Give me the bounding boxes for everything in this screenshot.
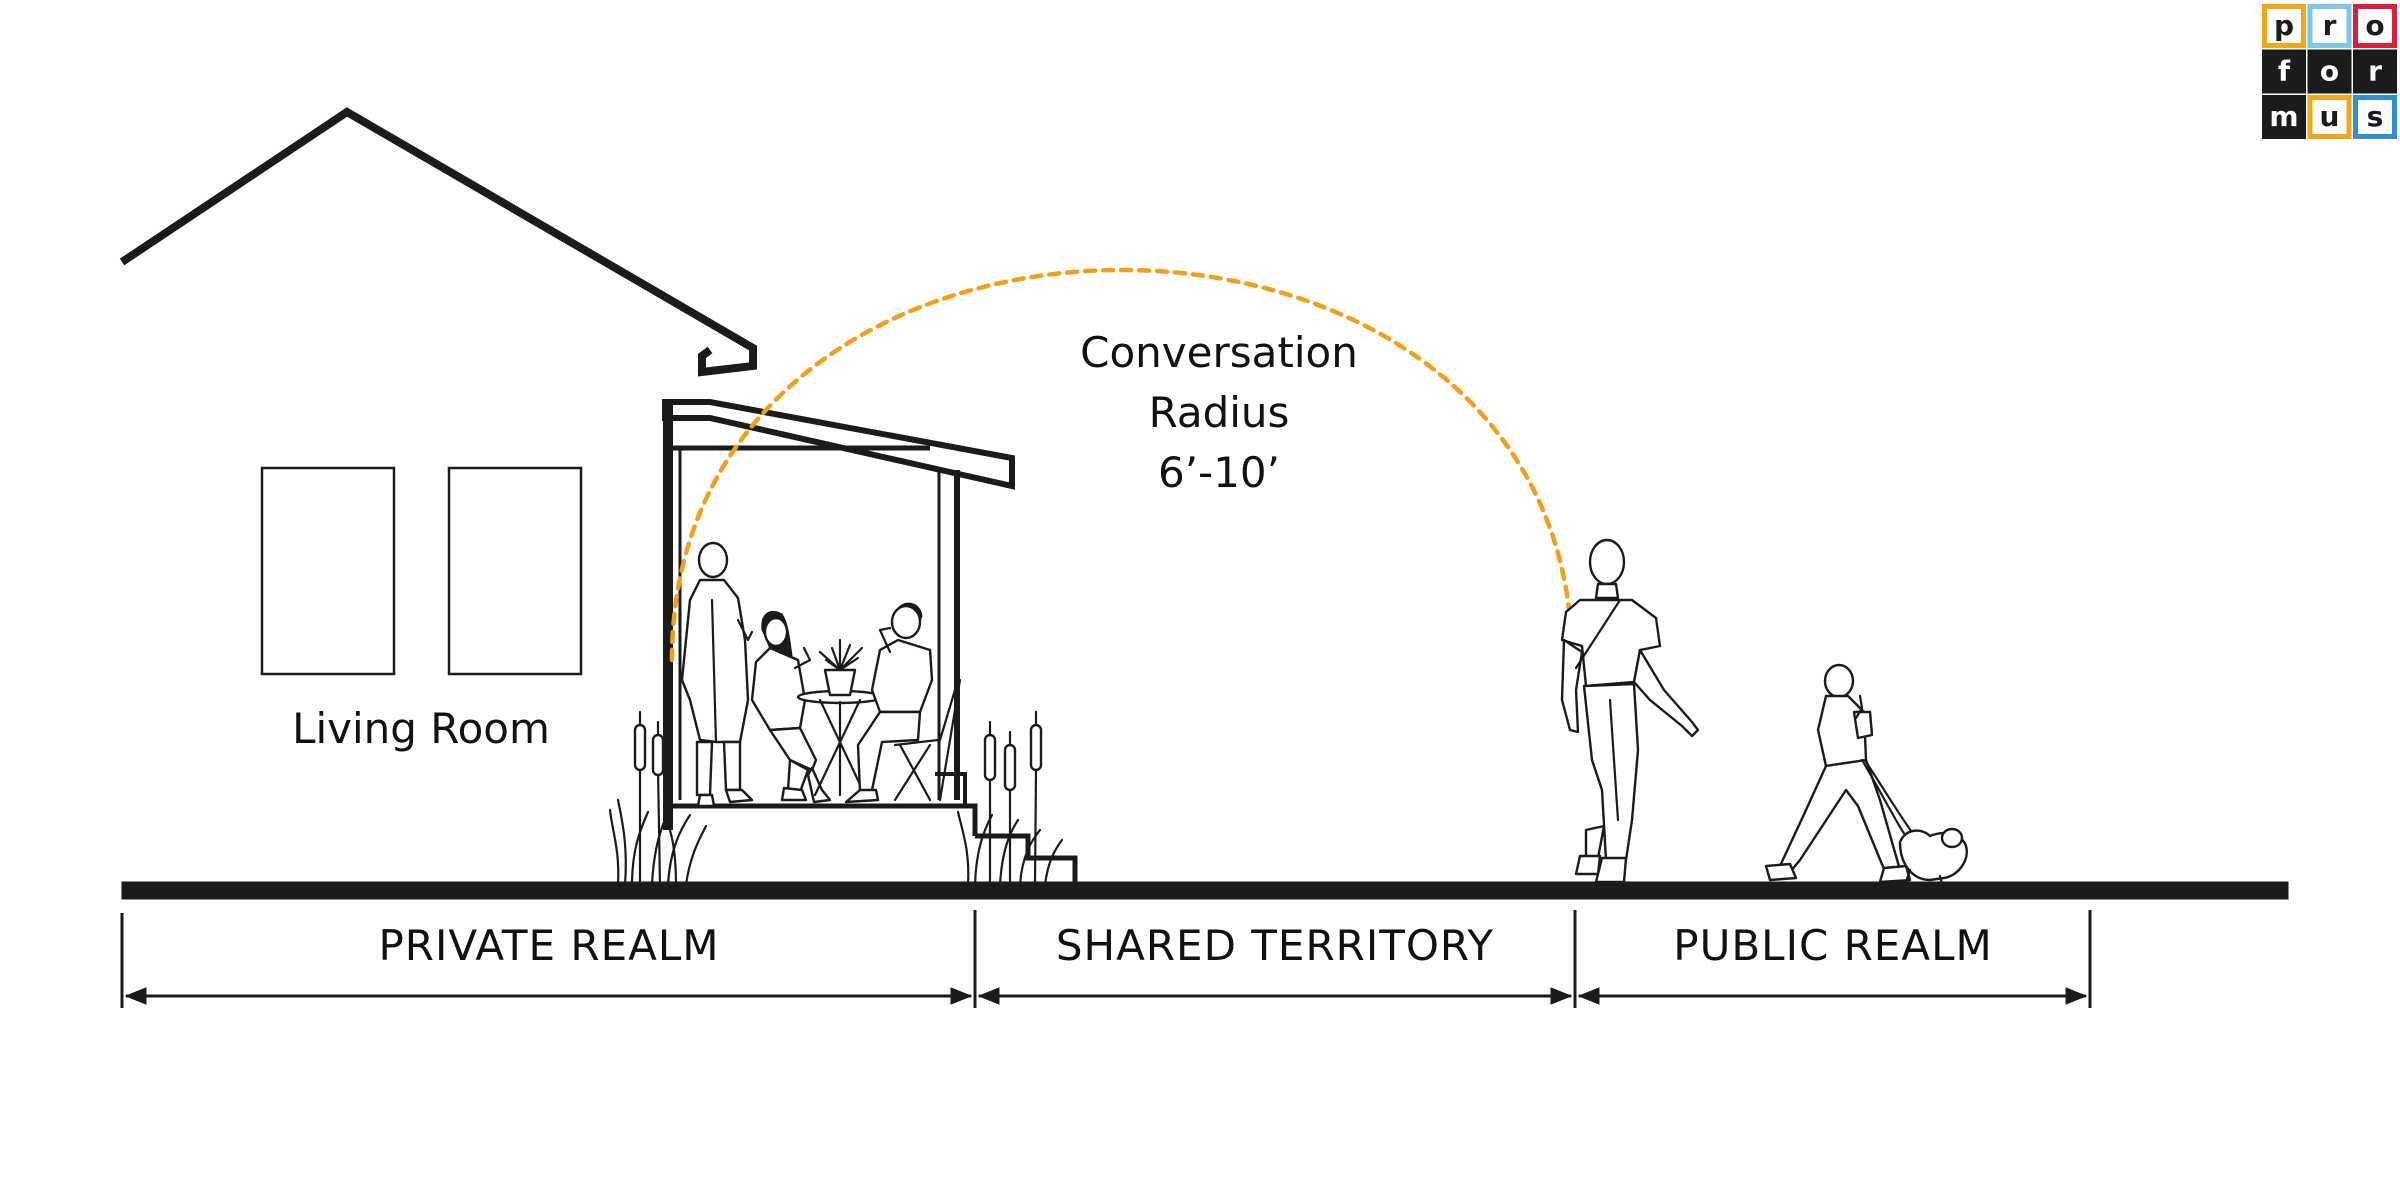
house-roof [119,107,757,377]
house: Living Room [119,107,757,753]
logo-letter: r [2368,55,2382,88]
logo-cell [2353,4,2397,48]
logo-letter: r [2323,9,2337,42]
logo-letter: s [2367,100,2384,133]
person-walking-man [1560,538,1700,884]
logo-letter: p [2274,9,2294,42]
conversation-label-line2: Radius [1149,388,1290,437]
conversation-label-line3: 6’-10’ [1158,448,1280,497]
logo-cell [2353,95,2397,139]
logo-letter: m [2269,100,2298,133]
logo-letter: o [2320,55,2339,88]
logo-cell [2353,49,2397,94]
public-realm-label: PUBLIC REALM [1673,921,1992,970]
conversation-label-line1: Conversation [1080,328,1358,377]
logo-cell [2262,49,2306,94]
private-realm-label: PRIVATE REALM [378,921,719,970]
house-window-left [260,466,396,676]
logo-letter: o [2365,9,2384,42]
shared-territory-dimension: SHARED TERRITORY [977,921,1573,1005]
living-room-label: Living Room [292,704,550,753]
person-walking-dog [1764,663,1968,886]
reeds-left [608,710,708,887]
zone-dimensions: PRIVATE REALM SHARED TERRITORY PUBLIC RE… [120,910,2092,1008]
logo-cell [2307,95,2352,139]
reeds-right [956,710,1064,887]
logo-letter: f [2278,55,2291,88]
logo-letter: u [2320,100,2340,133]
person-seated-woman [750,610,832,804]
logo-cell [2262,4,2306,48]
private-realm-dimension: PRIVATE REALM [124,921,973,1005]
house-window-right [447,466,583,676]
shared-territory-label: SHARED TERRITORY [1056,921,1494,970]
conversation-radius-label: Conversation Radius 6’-10’ [1080,328,1358,497]
logo-cell [2262,95,2306,139]
patio-table [796,638,884,797]
porch [662,399,1078,886]
logo-cell [2307,49,2352,94]
logo-cell [2307,4,2352,48]
ground-line [121,881,2289,900]
porch-deck [668,803,978,836]
person-standing-coat [680,541,754,808]
conversation-radius-arc [669,267,1575,663]
person-seated-man [844,602,962,804]
public-realm-dimension: PUBLIC REALM [1577,921,2088,1005]
